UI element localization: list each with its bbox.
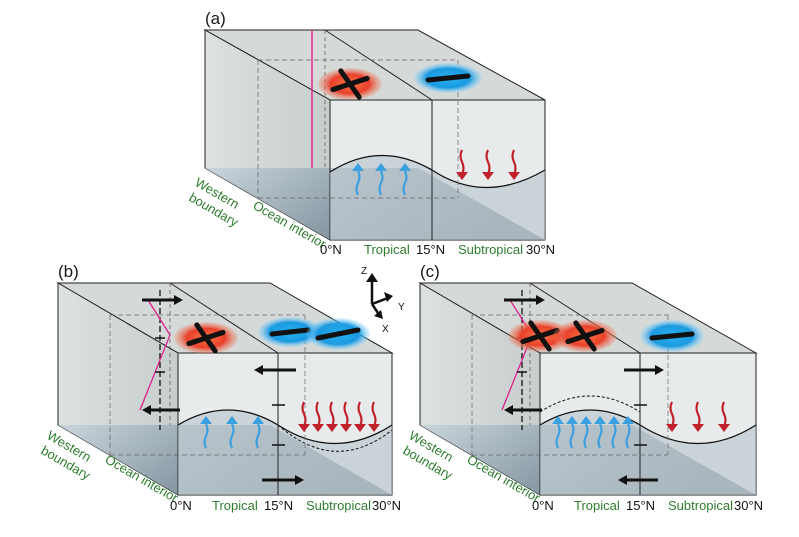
lat-0-label: 0°N [170, 498, 192, 513]
y-axis-label: Y [398, 302, 405, 313]
lat-15-label: 15°N [416, 242, 445, 257]
tropical-label: Tropical [364, 242, 410, 257]
upwelling-arrows [200, 416, 264, 449]
downwelling-arrows [666, 401, 730, 432]
profile-arrows [254, 365, 304, 485]
downwelling-arrows [298, 401, 380, 432]
subtropical-label: Subtropical [458, 242, 523, 257]
lat-0-label: 0°N [320, 242, 342, 257]
tropical-label: Tropical [212, 498, 258, 513]
lat-30-label: 30°N [734, 498, 763, 513]
panel-a: (a) Western boundary Ocean interior 0°N … [187, 9, 556, 257]
subtropical-label: Subtropical [306, 498, 371, 513]
profile-arrows [142, 295, 183, 415]
profile-arrows [618, 365, 664, 485]
z-axis-label: Z [361, 266, 367, 277]
cold-anomaly [640, 320, 704, 352]
downwelling-arrows [456, 149, 520, 180]
lat-0-label: 0°N [532, 498, 554, 513]
panel-c: (c) Western boundary Ocean interior 0°N … [401, 262, 764, 513]
axes-glyph: Z Y X [361, 266, 405, 335]
profile-line [139, 299, 171, 411]
warm-anomaly [508, 320, 572, 352]
panel-b: (b) Western boundary Ocean interior 0°N … [39, 262, 402, 513]
warm-anomaly [174, 322, 238, 354]
cold-anomaly [414, 63, 482, 93]
panel-label: (a) [205, 9, 226, 28]
lat-15-label: 15°N [264, 498, 293, 513]
subtropical-label: Subtropical [668, 498, 733, 513]
upwelling-arrows [352, 163, 411, 196]
lat-15-label: 15°N [626, 498, 655, 513]
lat-30-label: 30°N [526, 242, 555, 257]
x-axis-label: X [382, 324, 389, 335]
warm-anomaly [553, 320, 617, 352]
upwelling-arrows [552, 416, 634, 449]
tropical-label: Tropical [574, 498, 620, 513]
panel-label: (c) [420, 262, 440, 281]
cold-anomaly [258, 317, 322, 347]
profile-arrows [504, 295, 545, 415]
warm-anomaly [318, 68, 382, 100]
panel-label: (b) [58, 262, 79, 281]
lat-30-label: 30°N [372, 498, 401, 513]
cold-anomaly [306, 318, 370, 350]
